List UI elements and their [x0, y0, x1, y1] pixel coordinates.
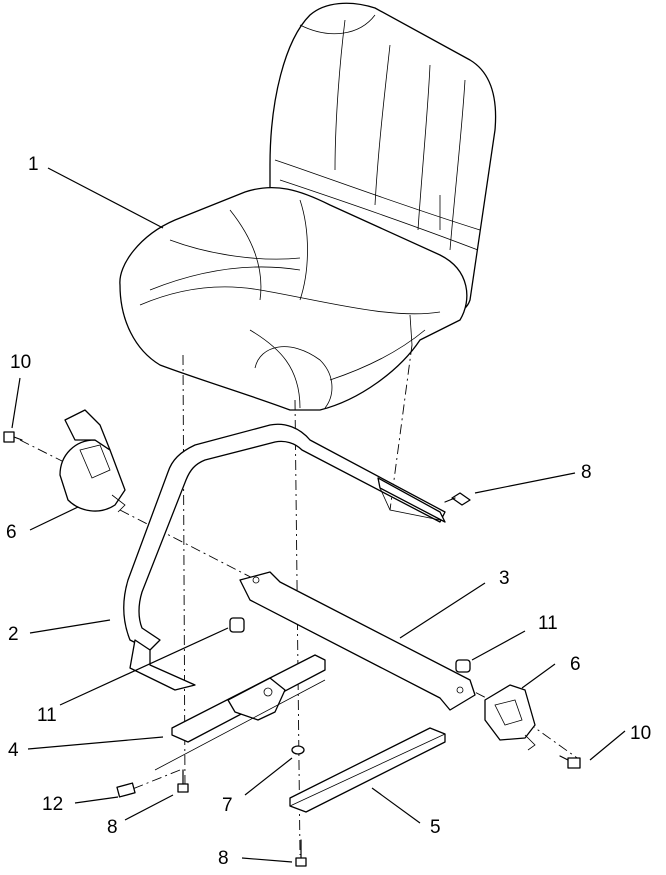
- hardware: [3, 431, 581, 867]
- callout-2: 2: [8, 624, 19, 645]
- callout-7: 7: [222, 795, 233, 816]
- slide-rail-right: [289, 727, 446, 813]
- seat: [119, 2, 497, 411]
- callout-6-right: 6: [570, 654, 581, 675]
- callout-4: 4: [8, 740, 19, 761]
- seat-support-bar: [123, 423, 446, 691]
- callout-11-right: 11: [538, 613, 558, 634]
- callout-3: 3: [499, 568, 510, 589]
- callout-1: 1: [28, 154, 39, 175]
- callout-11-left: 11: [37, 705, 57, 726]
- callouts: 1 2 3 4 5 6 6 7 8 8 8 10 10 11 11 12: [6, 154, 651, 869]
- seatbelt-buckle-left: [59, 409, 126, 513]
- callout-6-left: 6: [6, 522, 17, 543]
- leader-lines: [11, 167, 626, 863]
- callout-10-left: 10: [10, 352, 31, 373]
- callout-10-right: 10: [630, 723, 651, 744]
- callout-5: 5: [430, 817, 441, 838]
- callout-8-lower: 8: [107, 817, 118, 838]
- callout-8-bottom: 8: [218, 848, 229, 869]
- callout-12: 12: [42, 794, 63, 815]
- cross-plate: [239, 571, 476, 711]
- seatbelt-buckle-right: [484, 684, 536, 751]
- slide-rail-left: [154, 654, 326, 771]
- callout-8-upper: 8: [581, 462, 592, 483]
